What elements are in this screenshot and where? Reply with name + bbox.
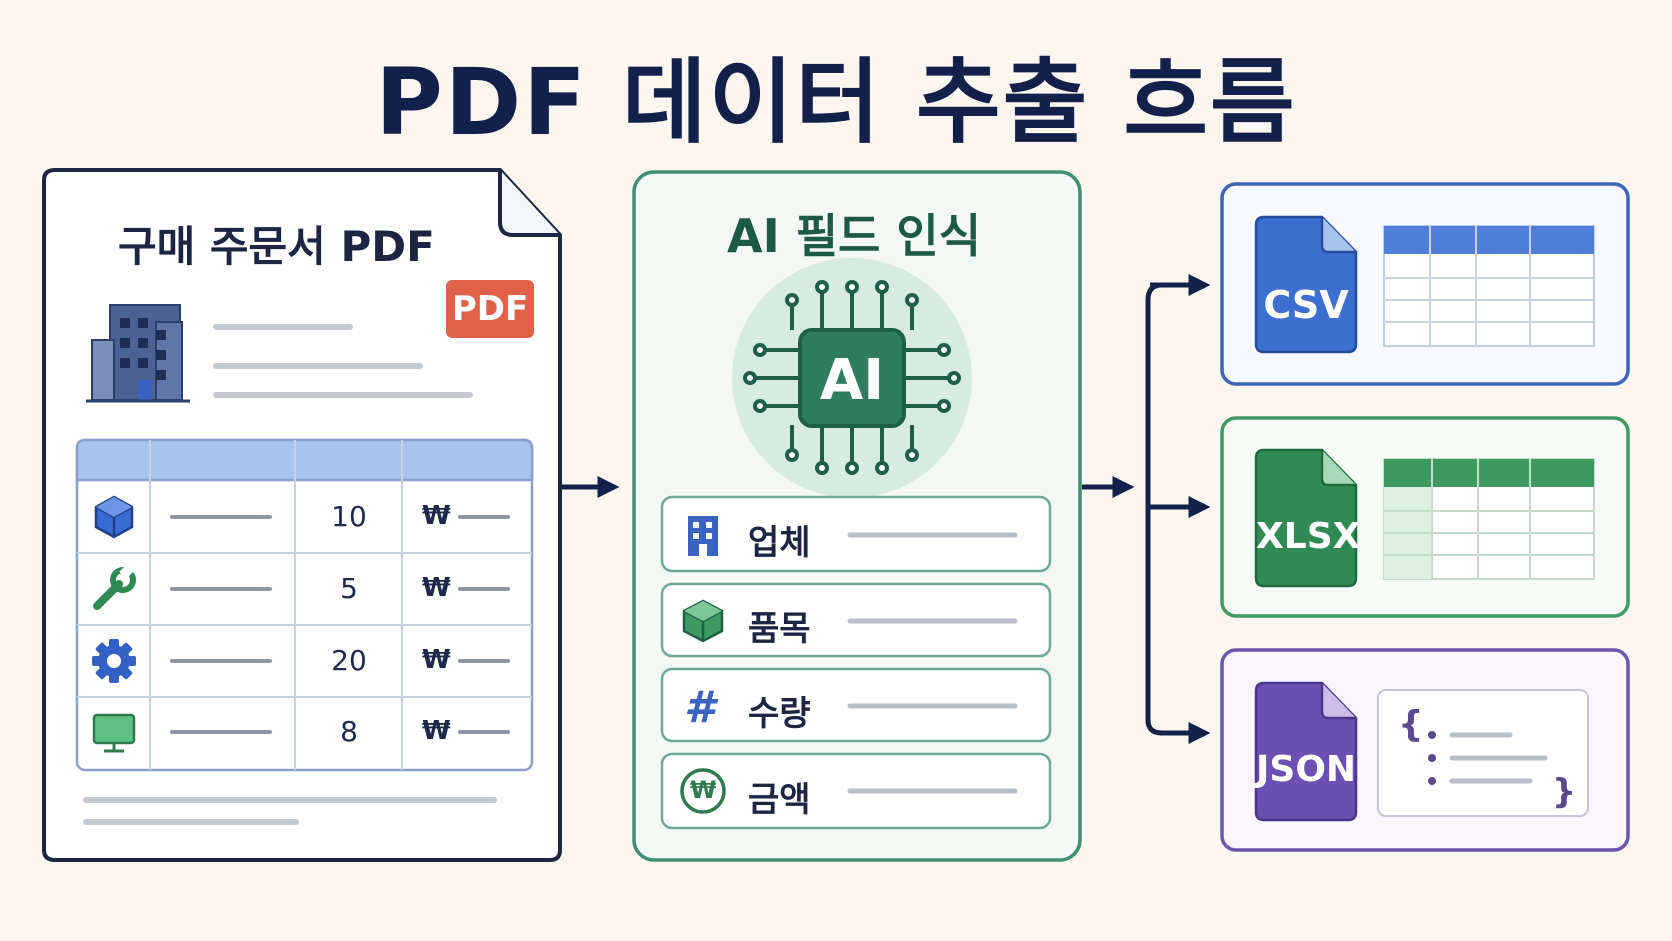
row-qty: 20 [331,644,367,677]
pdf-badge: PDF [446,280,534,338]
line-items-table [75,438,534,772]
json-file-label: JSON [1256,749,1357,790]
row-currency: ₩ [422,501,451,531]
gear-icon [92,639,136,683]
xlsx-file-label: XLSX [1256,516,1361,557]
won-coin-icon [680,768,726,814]
field-label-vendor: 업체 [748,523,811,563]
document-footer-lines [83,797,497,825]
row-currency: ₩ [422,716,451,746]
building-icon [86,304,190,403]
row-currency: ₩ [422,573,451,603]
json-output-card [1220,648,1630,852]
document-text-lines [213,324,473,398]
row-qty: 5 [340,572,358,605]
field-cube-icon [682,599,724,643]
ai-panel-title: AI 필드 인식 [726,209,982,263]
csv-file-label: CSV [1263,283,1349,327]
won-coin-glyph: ₩ [690,776,717,804]
xlsx-output-card [1220,416,1630,618]
json-brace-open: { [1398,704,1424,745]
ai-chip-icon [732,258,972,498]
monitor-icon [92,713,136,753]
ai-field-value-lines [847,532,1018,794]
field-label-quantity: 수량 [748,694,811,734]
field-label-amount: 금액 [748,780,811,820]
wrench-icon [93,563,136,610]
row-qty: 8 [340,715,358,748]
csv-output-card [1220,182,1630,386]
json-brace-close: } [1552,772,1577,812]
hash-icon: # [684,682,715,733]
ai-chip-label: AI [819,348,885,413]
row-qty: 10 [331,500,367,533]
field-label-item: 품목 [748,609,811,649]
page-title: PDF 데이터 추출 흐름 [375,49,1297,156]
flow-arrows-to-outputs [1082,273,1211,745]
document-title: 구매 주문서 PDF [118,222,435,271]
cube-icon [94,495,134,539]
row-currency: ₩ [422,645,451,675]
field-building-icon [688,516,718,556]
